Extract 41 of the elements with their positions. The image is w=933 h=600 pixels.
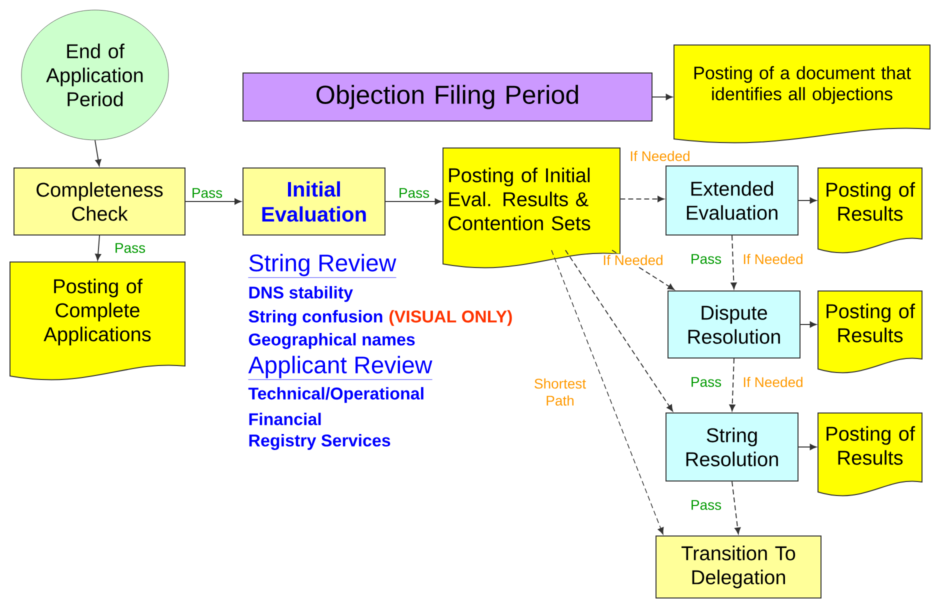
list-item: Registry Services xyxy=(249,434,390,450)
list-item: DNS stability xyxy=(249,286,353,302)
arrow xyxy=(732,481,741,534)
process-box: Transition To Delegation xyxy=(656,536,822,598)
process-box: Extended Evaluation xyxy=(666,166,798,236)
process-box: Initial Evaluation xyxy=(242,168,386,236)
arrow xyxy=(185,198,242,205)
arrow xyxy=(551,250,664,535)
note-text: (VISUAL ONLY) xyxy=(390,310,512,326)
arrow xyxy=(798,197,817,204)
edge-label: Pass xyxy=(397,187,431,199)
arrow xyxy=(564,250,674,412)
list-item: Financial xyxy=(249,412,321,426)
edge-label: Pass xyxy=(689,499,723,511)
list-item: Technical/Operational xyxy=(248,387,424,403)
list-item: Geographical names xyxy=(248,333,415,349)
arrow xyxy=(729,358,736,412)
edge-label: Pass xyxy=(190,187,224,199)
edge-label: If Needed xyxy=(602,254,664,266)
process-box: Completeness Check xyxy=(14,168,186,236)
section-heading: String Review xyxy=(248,254,396,278)
arrow xyxy=(798,444,817,450)
section-heading: Applicant Review xyxy=(248,356,432,380)
arrow xyxy=(800,321,817,328)
arrow xyxy=(95,235,102,261)
arrow xyxy=(730,235,737,290)
pass-label: Pass xyxy=(689,253,723,265)
list-item: String confusion xyxy=(248,310,382,326)
edge-label: If Needed xyxy=(628,150,692,162)
edge-label: Shortest Path xyxy=(529,377,591,407)
arrow xyxy=(385,198,442,205)
process-box: Dispute Resolution xyxy=(668,290,800,358)
arrow xyxy=(652,94,673,100)
arrow xyxy=(620,196,664,202)
edge-label: If Needed xyxy=(742,376,804,388)
edge-label: If Needed xyxy=(742,252,804,266)
pass-label: Pass xyxy=(689,376,723,388)
arrow xyxy=(94,140,102,166)
process-box: Objection Filing Period xyxy=(242,72,652,122)
edge-label: Pass xyxy=(113,242,147,254)
process-box: String Resolution xyxy=(666,412,798,482)
